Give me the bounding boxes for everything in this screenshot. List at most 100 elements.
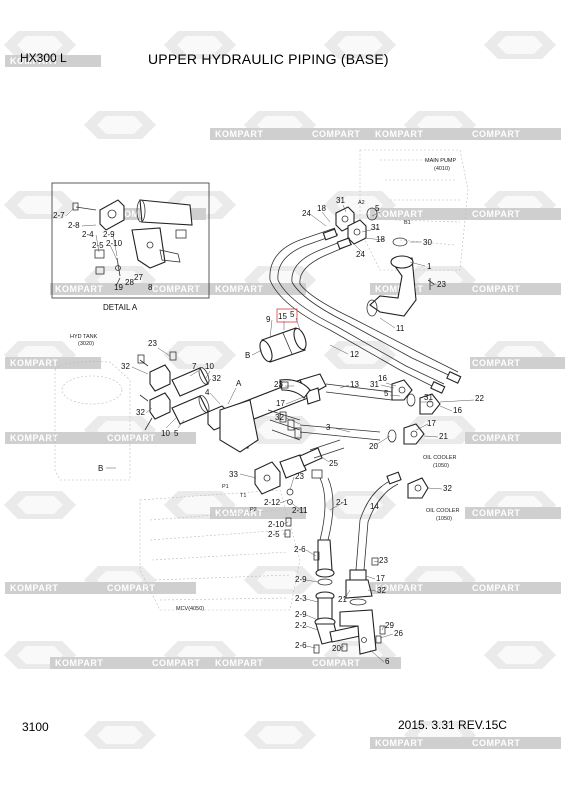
callout: 21 bbox=[338, 595, 347, 604]
callout-detail: 8 bbox=[148, 283, 153, 292]
hyd-tank-code: (3020) bbox=[78, 341, 94, 347]
callout-detail: 2-10 bbox=[106, 239, 123, 248]
callout: 9 bbox=[266, 315, 271, 324]
hyd-tank-assembly: HYD TANK (3020) bbox=[54, 334, 131, 481]
drain-pipe-group bbox=[313, 539, 361, 654]
main-pump-code: (4010) bbox=[434, 166, 450, 172]
callout: 2-12 bbox=[264, 498, 281, 507]
callout: 18 bbox=[317, 204, 326, 213]
callout: 16 bbox=[453, 406, 462, 415]
flange-32-upper bbox=[149, 364, 171, 392]
o-ring-30 bbox=[392, 237, 408, 247]
callout-detail: 19 bbox=[114, 283, 123, 292]
callout: 25 bbox=[329, 459, 338, 468]
callout: 10 bbox=[161, 429, 170, 438]
tank-pipe-group bbox=[137, 351, 309, 453]
highlight-box bbox=[276, 308, 298, 323]
callout: 5 bbox=[375, 204, 380, 213]
callout: 31 bbox=[370, 380, 379, 389]
view-b-marker-tank: B bbox=[98, 464, 103, 473]
callout-detail: 28 bbox=[125, 278, 134, 287]
oil-cooler-1-label: OIL COOLER bbox=[423, 455, 456, 461]
callout: 2-9 bbox=[295, 610, 307, 619]
oil-cooler-2-label: OIL COOLER bbox=[426, 508, 459, 514]
detail-pipe-body bbox=[139, 199, 193, 226]
flange-33 bbox=[254, 461, 281, 495]
flange-16 bbox=[419, 393, 441, 415]
oil-cooler-2-code: (1050) bbox=[436, 516, 452, 522]
callout: 2-6 bbox=[295, 641, 307, 650]
callout: 3 bbox=[326, 423, 331, 432]
callout: 2-10 bbox=[268, 520, 285, 529]
callout: 29 bbox=[385, 621, 394, 630]
oil-cooler-1-code: (1050) bbox=[433, 463, 449, 469]
callout: 32 bbox=[136, 408, 145, 417]
detail-flange-plate bbox=[99, 199, 125, 231]
callout: 24 bbox=[356, 250, 365, 259]
cooler-pipe-group bbox=[279, 373, 441, 445]
callout: 2-3 bbox=[295, 594, 307, 603]
callout: 2-1 bbox=[336, 498, 348, 507]
main-pump-assembly: MAIN PUMP (4010) A2 B1 bbox=[335, 149, 469, 317]
callout: 6 bbox=[385, 657, 390, 666]
callout: 32 bbox=[121, 362, 130, 371]
callout: 33 bbox=[229, 470, 238, 479]
callout: 32 bbox=[443, 484, 452, 493]
flange-cooler bbox=[403, 423, 425, 445]
callout-numbers: 18 24 31 5 31 18 24 30 1 23 11 9 15 5 12… bbox=[121, 196, 484, 666]
callout: 20 bbox=[369, 442, 378, 451]
view-b-marker: B bbox=[245, 351, 250, 360]
callout: 31 bbox=[336, 196, 345, 205]
port-a2-label: A2 bbox=[358, 200, 365, 206]
suction-elbow bbox=[369, 257, 417, 317]
callout: 17 bbox=[427, 419, 436, 428]
hose-14-group bbox=[339, 471, 429, 655]
callout: 5 bbox=[384, 389, 389, 398]
detail-a-frame bbox=[51, 182, 210, 299]
model-name: HX300 L bbox=[20, 51, 67, 65]
callout: 32 bbox=[212, 374, 221, 383]
callout-detail: 2-8 bbox=[68, 221, 80, 230]
callout: 23 bbox=[274, 380, 283, 389]
callout: 23 bbox=[148, 339, 157, 348]
callout: 13 bbox=[350, 380, 359, 389]
callout: 5 bbox=[290, 310, 295, 319]
callout: 17 bbox=[276, 399, 285, 408]
callout: 7 bbox=[192, 362, 197, 371]
port-t1-label: T1 bbox=[240, 493, 246, 499]
callout: 23 bbox=[437, 280, 446, 289]
callout: 5 bbox=[174, 429, 179, 438]
detail-nut bbox=[94, 249, 105, 259]
bracket-6 bbox=[339, 609, 377, 655]
view-a-marker: A bbox=[236, 379, 242, 388]
hyd-tank-label: HYD TANK bbox=[70, 334, 98, 340]
return-pipe-b bbox=[259, 308, 307, 363]
callout: 2-11 bbox=[292, 506, 308, 515]
callout: 32 bbox=[275, 413, 284, 422]
flange-32-lower bbox=[149, 392, 171, 420]
callout: 31 bbox=[371, 223, 380, 232]
callout: 23 bbox=[379, 556, 388, 565]
callout: 2-6 bbox=[294, 545, 306, 554]
detail-a-panel: DETAIL A 2-7 2-8 2-4 2-9 2-10 2-5 19 28 … bbox=[51, 182, 210, 312]
pressure-hoses bbox=[269, 227, 462, 394]
leader-lines bbox=[131, 204, 475, 663]
callout-detail: 27 bbox=[134, 273, 143, 282]
callout-detail: 2-7 bbox=[53, 211, 65, 220]
callout: 15 bbox=[278, 312, 287, 321]
main-pump-label: MAIN PUMP bbox=[425, 158, 457, 164]
callout: 12 bbox=[350, 350, 359, 359]
callout: 2-5 bbox=[268, 530, 280, 539]
pipe-2-3 bbox=[317, 597, 333, 621]
callout: 26 bbox=[394, 629, 403, 638]
callout: 16 bbox=[378, 374, 387, 383]
revision-date: 2015. 3.31 REV.15C bbox=[398, 718, 507, 732]
callout: 14 bbox=[370, 502, 379, 511]
mcv-connection-group bbox=[254, 439, 345, 541]
port-b1-label: B1 bbox=[404, 220, 411, 226]
pipe-2-1 bbox=[317, 539, 333, 573]
callout: 21 bbox=[439, 432, 448, 441]
callout: 10 bbox=[205, 362, 214, 371]
callout: 23 bbox=[295, 472, 304, 481]
callout: 4 bbox=[205, 388, 210, 397]
